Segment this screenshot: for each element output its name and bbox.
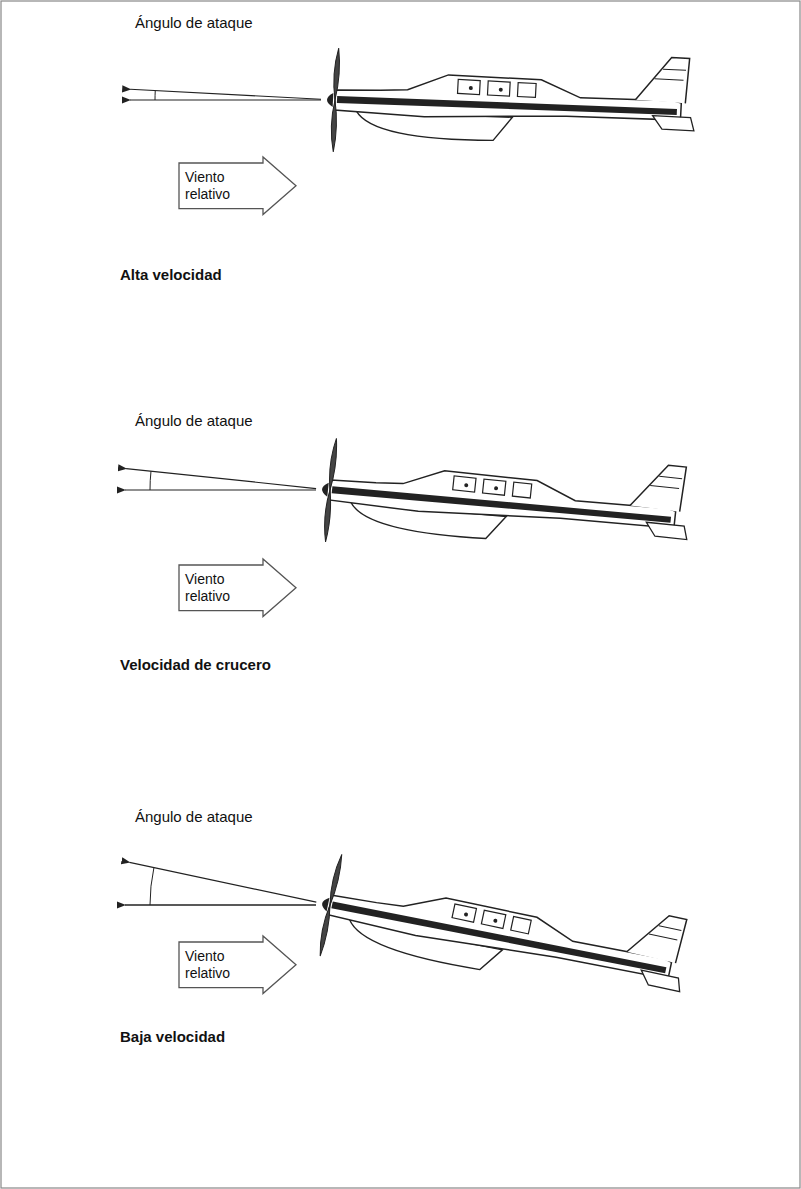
panel-caption: Alta velocidad bbox=[120, 266, 222, 284]
wind-label: Viento relativo bbox=[178, 948, 257, 982]
angle-label: Ángulo de ataque bbox=[135, 412, 253, 430]
wind-arrow: Viento relativo bbox=[178, 156, 297, 216]
wind-label: Viento relativo bbox=[178, 169, 257, 203]
wind-arrow: Viento relativo bbox=[178, 558, 297, 618]
arrow-outline bbox=[179, 157, 296, 215]
arrow-outline bbox=[179, 559, 296, 617]
arrow-outline bbox=[179, 936, 296, 994]
angle-label: Ángulo de ataque bbox=[135, 808, 253, 826]
panel-caption: Velocidad de crucero bbox=[120, 656, 271, 674]
panel-caption: Baja velocidad bbox=[120, 1028, 225, 1046]
wind-arrow: Viento relativo bbox=[178, 935, 297, 995]
wind-label: Viento relativo bbox=[178, 571, 257, 605]
angle-label: Ángulo de ataque bbox=[135, 14, 253, 32]
